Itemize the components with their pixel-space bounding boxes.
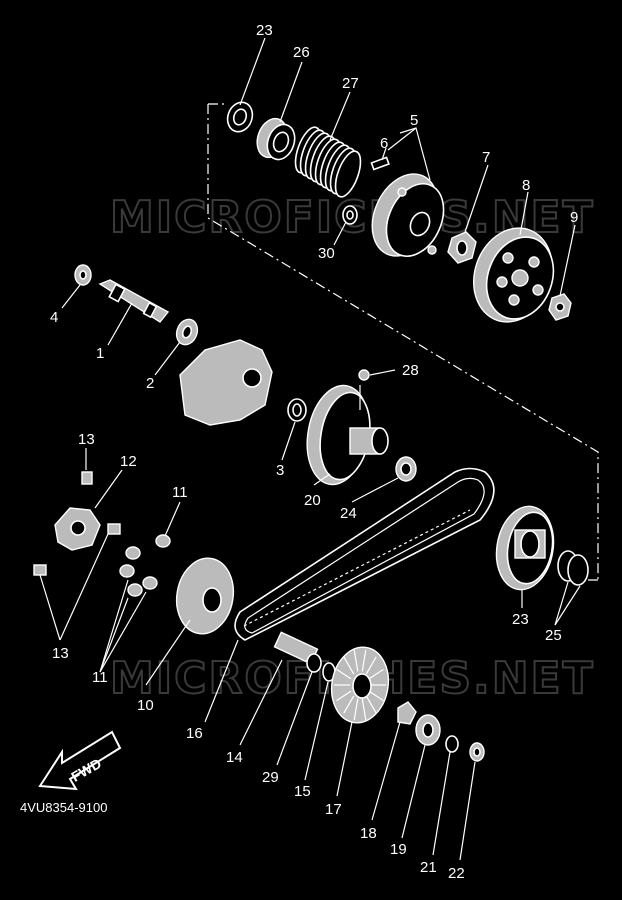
fan-blade (353, 698, 359, 721)
fan-blade (336, 668, 352, 680)
fan-blade (353, 649, 359, 672)
part-27-compression-spring (294, 126, 362, 198)
part-23-secondary-sliding-sheave (495, 505, 555, 591)
part-4-bearing (74, 264, 92, 286)
fan-blade (361, 649, 367, 672)
callout-26: 28 (402, 362, 419, 379)
callout-8: 8 (522, 177, 530, 194)
callout-27: 27 (342, 75, 359, 92)
part-13-slider-right (107, 523, 121, 535)
part-17-primary-fixed-sheave (330, 646, 390, 724)
callout-18: 18 (360, 825, 377, 842)
callout-20: 21 (420, 859, 437, 876)
part-20-washer (445, 735, 459, 753)
part-24-oil-seal-middle (395, 456, 417, 482)
callout-22: 20 (304, 492, 321, 509)
part-13-slider-left (33, 564, 47, 576)
part-30-washer (342, 205, 358, 225)
spring-coil (334, 150, 362, 198)
callout-4: 4 (50, 309, 58, 326)
part-10-primary-sliding-sheave (175, 557, 235, 635)
callout-15: 15 (294, 783, 311, 800)
callout-30: 30 (318, 245, 335, 262)
callout-23: 23 (512, 611, 529, 628)
part-12-cam (54, 507, 101, 551)
part-26-pin (358, 369, 370, 381)
part-28-collar (256, 117, 296, 161)
fan-hub (352, 673, 372, 699)
callout-11-top: 11 (172, 484, 188, 501)
fan-blade (343, 656, 355, 675)
callout-16: 16 (186, 725, 203, 742)
part-18-washer (397, 701, 417, 725)
callout-6: 6 (380, 135, 388, 152)
part-24-oil-seal-top (226, 101, 254, 133)
fan-blade (368, 668, 384, 680)
part-16-v-belt (234, 467, 495, 641)
callout-24-middle: 24 (340, 505, 357, 522)
crankcase-cover-plate (179, 339, 273, 426)
part-19-one-way-clutch (415, 714, 441, 746)
part-2-bearing (175, 318, 199, 346)
callout-13-top: 13 (78, 431, 95, 448)
part-6-pin (370, 156, 390, 171)
callout-12: 12 (120, 453, 137, 470)
callout-11-bottom: 11 (92, 669, 108, 686)
callout-17: 17 (325, 801, 342, 818)
part-1-secondary-shaft (98, 279, 170, 323)
part-21-nut (469, 742, 485, 762)
callout-25: 25 (545, 627, 562, 644)
callout-29: 29 (262, 769, 279, 786)
part-7-nut (447, 231, 477, 264)
callout-19: 19 (390, 841, 407, 858)
fan-blade (336, 690, 352, 702)
forward-direction-arrow: FWD (38, 730, 122, 791)
fan-blade (343, 695, 355, 714)
callout-labels: 23 26 27 5 6 7 8 9 30 4 1 2 28 3 20 24 1… (50, 22, 578, 882)
part-29-washer (306, 653, 322, 673)
diagram-code: 4VU8354-9100 (20, 800, 107, 815)
callout-5: 5 (410, 112, 418, 129)
fan-blade (368, 690, 384, 702)
callout-14: 14 (226, 749, 243, 766)
part-3-collar (287, 398, 307, 422)
callout-24-top: 23 (256, 22, 273, 39)
fan-blade (365, 656, 377, 675)
callout-21: 22 (448, 865, 465, 882)
part-25-oil-seals (557, 550, 589, 586)
assembly-boundary (207, 103, 599, 581)
fan-blade (365, 695, 377, 714)
callout-10: 10 (137, 697, 154, 714)
part-22-secondary-fixed-sheave (306, 384, 389, 486)
callout-7: 7 (482, 149, 490, 166)
part-11-weight-rollers (119, 534, 171, 597)
callout-13-bottom: 13 (52, 645, 69, 662)
callout-3: 3 (276, 462, 284, 479)
part-5-clutch-carrier (371, 173, 445, 257)
callout-9: 9 (570, 209, 578, 226)
part-13-slider-top (81, 471, 93, 485)
fan-blade (361, 698, 367, 721)
part-8-clutch-housing (472, 227, 555, 323)
part-9-nut (548, 293, 572, 321)
callout-1: 1 (96, 345, 104, 362)
callout-2: 2 (146, 375, 154, 392)
callout-28: 26 (293, 44, 310, 61)
leader-lines (39, 37, 581, 861)
